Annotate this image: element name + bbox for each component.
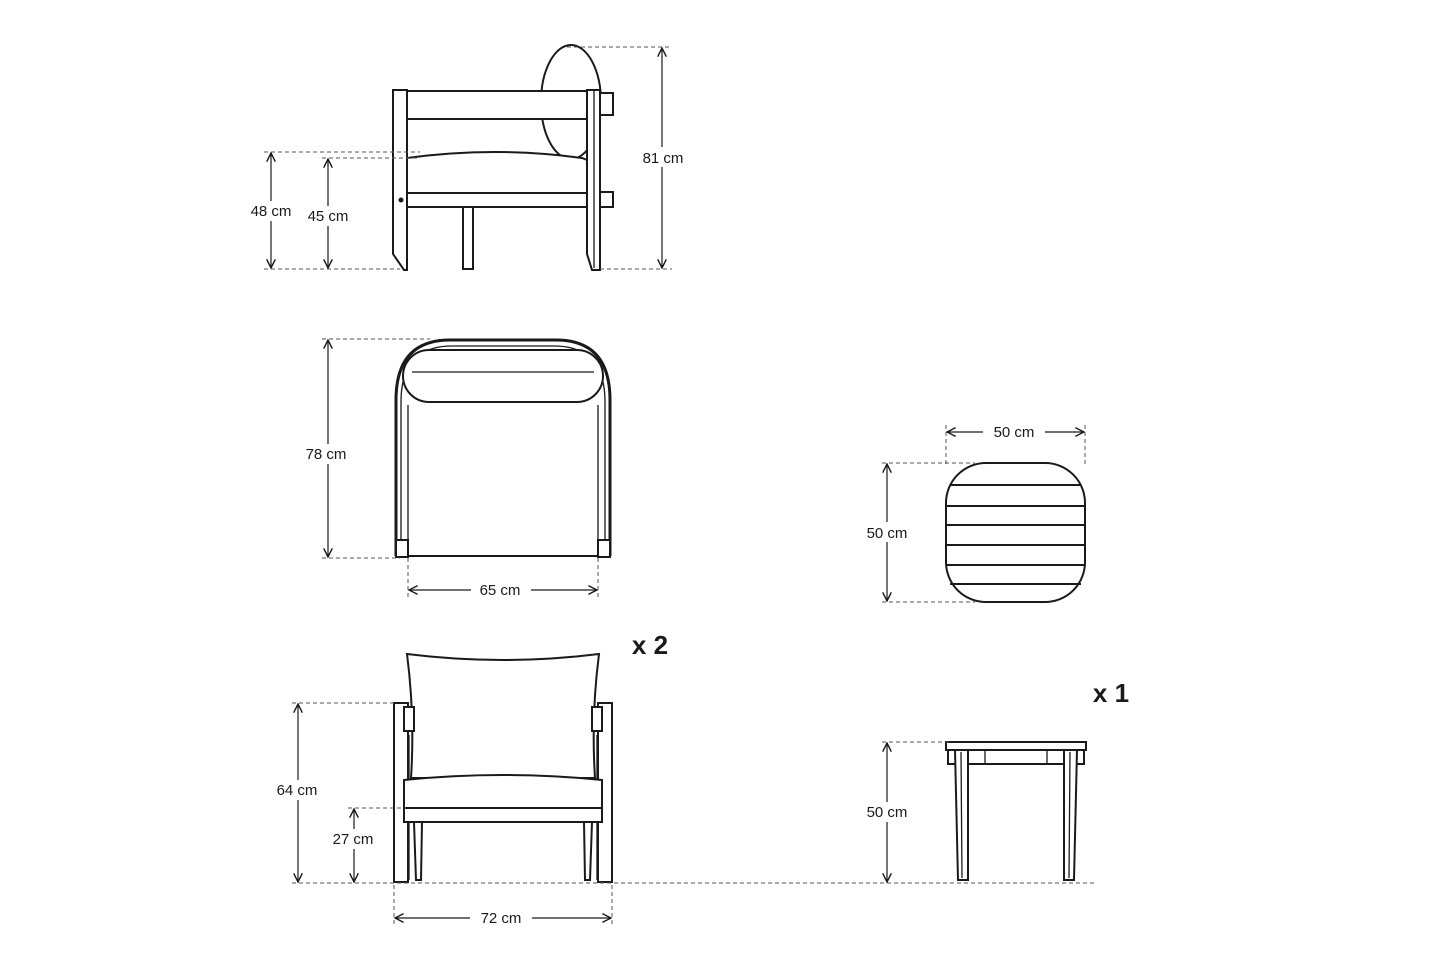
side-back-block-top <box>599 92 614 116</box>
side-middle-leg <box>462 206 474 270</box>
table-top-outline <box>945 462 1086 603</box>
side-front-post <box>392 89 408 271</box>
front-seat-rail <box>403 807 603 823</box>
label-table-height: 50 cm <box>867 804 908 821</box>
table-top-view: 50 cm 50 cm <box>859 421 1086 603</box>
front-back-cushion <box>405 652 601 779</box>
side-top-rail <box>406 90 588 120</box>
side-bolt <box>398 197 404 203</box>
label-table-top-width: 50 cm <box>994 424 1035 441</box>
top-frame-outer <box>394 338 612 556</box>
label-table-top-depth: 50 cm <box>867 525 908 542</box>
chair-top-view: 78 cm 65 cm <box>300 338 612 599</box>
front-right-leg <box>582 821 594 881</box>
table-side-apron <box>947 749 1085 765</box>
label-front-total-width: 72 cm <box>481 910 522 927</box>
label-front-seat-height: 27 cm <box>333 831 374 848</box>
label-front-arm-height: 64 cm <box>277 782 318 799</box>
front-left-leg <box>412 821 424 881</box>
table-quantity: x 1 <box>1093 678 1129 708</box>
side-seat-cushion <box>406 151 588 194</box>
label-side-total-height: 81 cm <box>643 150 684 167</box>
chair-front-view: x 2 64 cm 27 cm 72 cm <box>269 630 1096 927</box>
table-side-top <box>945 741 1087 751</box>
chair-quantity: x 2 <box>632 630 668 660</box>
label-side-seat-height: 45 cm <box>308 208 349 225</box>
label-top-seat-width: 65 cm <box>480 582 521 599</box>
side-back-block-bottom <box>599 191 614 208</box>
chair-side-view: 81 cm 48 cm 45 cm <box>246 44 686 271</box>
table-side-right-leg <box>1063 749 1079 881</box>
front-seat-cushion <box>403 774 603 809</box>
label-side-armrest-height: 48 cm <box>251 203 292 220</box>
label-top-depth: 78 cm <box>306 446 347 463</box>
table-side-view: x 1 50 cm <box>859 678 1129 882</box>
top-back-cushion <box>402 349 604 403</box>
side-bottom-rail <box>406 192 588 208</box>
